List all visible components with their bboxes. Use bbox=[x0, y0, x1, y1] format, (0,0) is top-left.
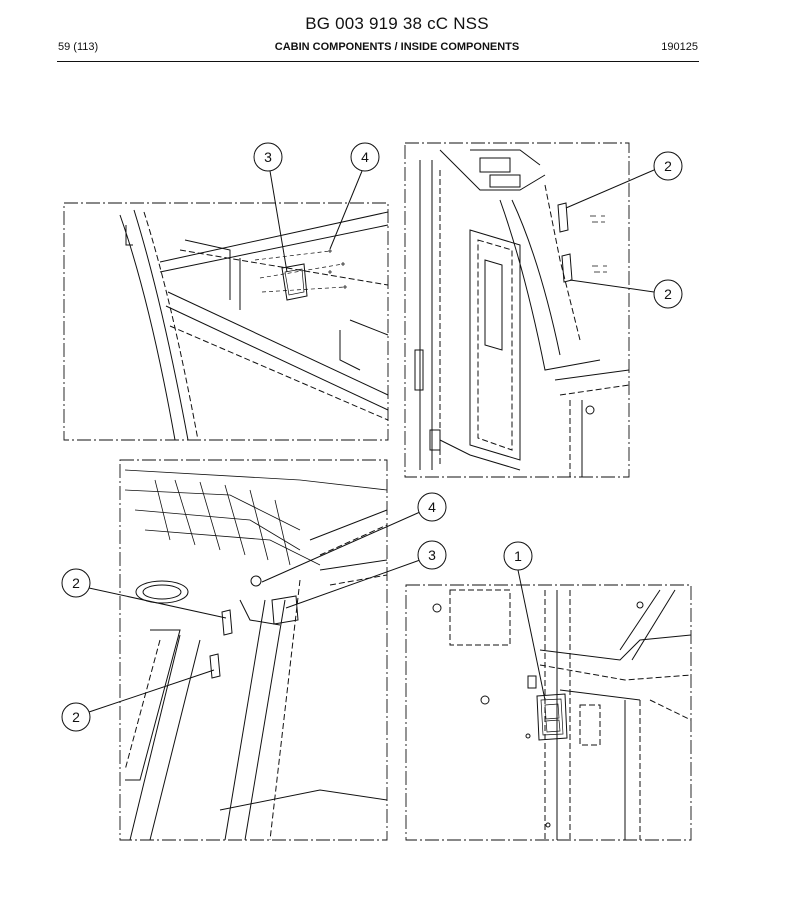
date-code: 190125 bbox=[661, 41, 698, 53]
page-number: 59 (113) bbox=[58, 41, 99, 53]
callout-label: 2 bbox=[664, 158, 672, 174]
view-d-rear-wall bbox=[405, 584, 692, 841]
view-b-rear-pillar bbox=[404, 142, 630, 478]
view-b-callouts: 2 2 bbox=[565, 151, 683, 309]
header-rule bbox=[57, 61, 699, 62]
callout-label: 4 bbox=[428, 499, 436, 515]
callout-label: 4 bbox=[361, 149, 369, 165]
callout-label: 1 bbox=[514, 548, 522, 564]
view-c-interior-roof bbox=[119, 459, 388, 841]
section-title: CABIN COMPONENTS / INSIDE COMPONENTS bbox=[274, 41, 520, 53]
callout-label: 2 bbox=[72, 709, 80, 725]
view-a-roof-crossmember bbox=[63, 202, 389, 441]
callout-label: 2 bbox=[72, 575, 80, 591]
callout-label: 2 bbox=[664, 286, 672, 302]
document-title: BG 003 919 38 cC NSS bbox=[305, 14, 489, 33]
view-a-callouts: 3 4 bbox=[253, 142, 380, 273]
view-c-callouts: 4 3 2 2 bbox=[61, 492, 447, 732]
callout-label: 3 bbox=[428, 547, 436, 563]
view-d-callouts: 1 bbox=[503, 541, 546, 701]
callout-label: 3 bbox=[264, 149, 272, 165]
